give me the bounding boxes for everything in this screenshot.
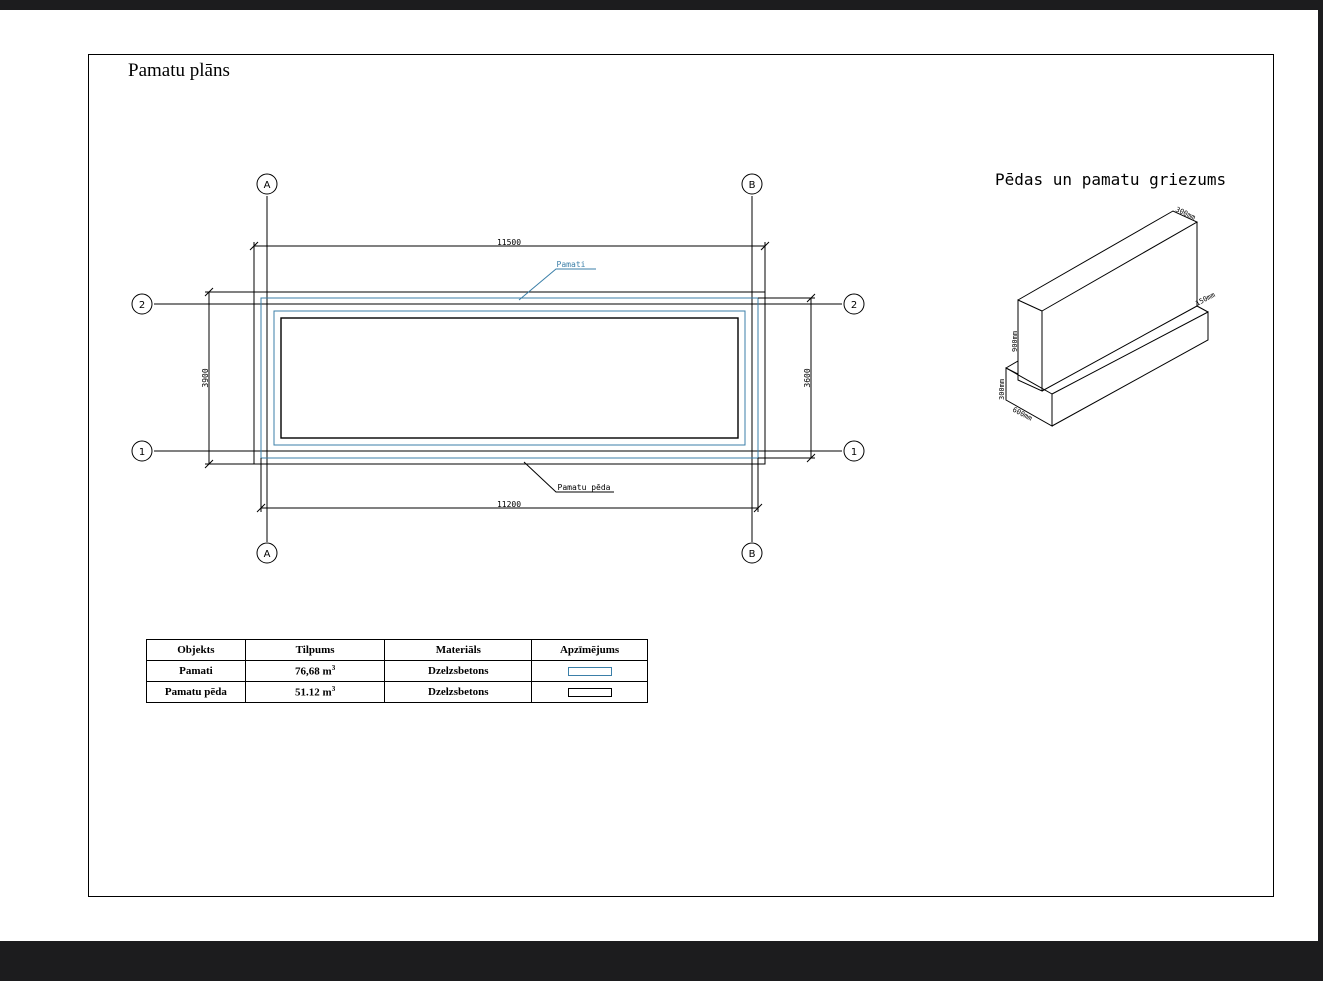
section-isometric-drawing — [1005, 210, 1209, 427]
table-header-row: Objekts Tilpums Materiāls Apzīmējums — [146, 639, 648, 661]
callout-label-footing: Pamatu pēda — [558, 483, 611, 492]
section-label-footing-width: 600mm — [1011, 406, 1033, 423]
cell-object: Pamati — [146, 660, 246, 682]
grid-label-a-bottom: A — [264, 549, 271, 560]
column-header: Objekts — [146, 639, 246, 661]
section-label-wall-thickness: 300mm — [1174, 206, 1196, 222]
dim-label-left: 3900 — [201, 368, 210, 387]
grid-bubble-a-bottom — [256, 542, 278, 564]
grid-label-b-bottom: B — [749, 549, 756, 560]
column-header: Materiāls — [384, 639, 533, 661]
cell-object: Pamatu pēda — [146, 681, 246, 703]
table-row: Pamati 76,68 m3 Dzelzsbetons — [146, 660, 648, 682]
section-label-step: 150mm — [1194, 291, 1216, 308]
column-header: Tilpums — [244, 639, 386, 661]
cell-legend — [531, 660, 648, 682]
cell-material: Dzelzsbetons — [384, 660, 533, 682]
page-title: Pamatu plāns — [128, 60, 230, 81]
callout-leader-foundation — [518, 268, 596, 301]
grid-label-1-right: 1 — [851, 447, 857, 458]
foundation-outline-outer — [260, 297, 759, 459]
cell-volume: 51.12 m3 — [244, 681, 386, 703]
table-row: Pamatu pēda 51.12 m3 Dzelzsbetons — [146, 681, 648, 703]
cell-volume: 76,68 m3 — [244, 660, 386, 682]
legend-swatch-foundation — [567, 666, 612, 676]
dim-label-top: 11500 — [497, 238, 521, 247]
callout-label-foundation: Pamati — [557, 260, 586, 269]
cell-legend — [531, 681, 648, 703]
grid-label-2-left: 2 — [139, 300, 145, 311]
dim-label-right: 3600 — [803, 368, 812, 387]
grid-label-1-left: 1 — [139, 447, 145, 458]
footing-outline-outer — [253, 291, 766, 465]
grid-bubble-2-right — [843, 293, 865, 315]
callout-leader-footing — [523, 461, 614, 493]
foundation-plan — [131, 173, 865, 564]
foundation-outline-inner — [273, 310, 746, 446]
grid-label-b-top: B — [749, 180, 756, 191]
drawing-sheet — [0, 10, 1318, 941]
materials-schedule-table: Objekts Tilpums Materiāls Apzīmējums Pam… — [146, 639, 648, 703]
section-title: Pēdas un pamatu griezums — [995, 170, 1226, 189]
legend-swatch-footing — [567, 687, 612, 697]
sheet-border — [88, 54, 1274, 897]
grid-label-a-top: A — [264, 180, 271, 191]
grid-bubble-1-left — [131, 440, 153, 462]
column-header: Apzīmējums — [531, 639, 648, 661]
grid-bubble-1-right — [843, 440, 865, 462]
section-label-footing-height: 300mm — [998, 379, 1006, 400]
grid-bubble-a-top — [256, 173, 278, 195]
section-label-wall-height: 900mm — [1011, 331, 1019, 352]
grid-bubble-2-left — [131, 293, 153, 315]
grid-label-2-right: 2 — [851, 300, 857, 311]
cell-material: Dzelzsbetons — [384, 681, 533, 703]
grid-bubble-b-top — [741, 173, 763, 195]
grid-bubble-b-bottom — [741, 542, 763, 564]
dim-label-bottom: 11200 — [497, 500, 521, 509]
footing-outline-inner — [280, 317, 739, 439]
